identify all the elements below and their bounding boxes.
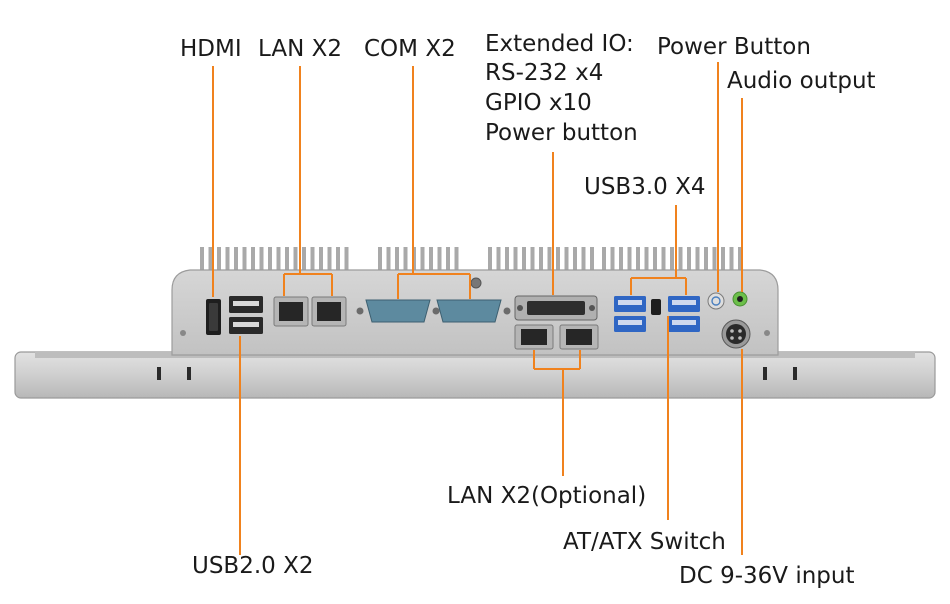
label-extended-io-gpio: GPIO x10 bbox=[485, 90, 592, 116]
heatsink-fin bbox=[395, 247, 399, 273]
heatsink-fin bbox=[547, 247, 552, 273]
heatsink-fin bbox=[678, 247, 683, 273]
heatsink-fin bbox=[573, 247, 577, 273]
label-hdmi: HDMI bbox=[180, 36, 242, 62]
heatsink-fin bbox=[268, 247, 272, 273]
heatsink-fin bbox=[721, 247, 725, 273]
heatsink-fin bbox=[695, 247, 700, 273]
heatsink-fin bbox=[539, 247, 543, 273]
heatsink-fin bbox=[704, 247, 708, 273]
lan-top-ports bbox=[273, 296, 347, 327]
label-extended-io-rs232: RS-232 x4 bbox=[485, 60, 604, 86]
leader-com bbox=[397, 66, 471, 299]
heatsink-fin bbox=[454, 247, 459, 273]
heatsink-fin bbox=[513, 247, 518, 273]
heatsink-fin bbox=[208, 247, 213, 273]
heatsink-fin bbox=[344, 247, 349, 273]
heatsink-fin bbox=[276, 247, 281, 273]
heatsink-fin bbox=[530, 247, 535, 273]
heatsink-fins bbox=[200, 247, 742, 273]
heatsink-fin bbox=[636, 247, 640, 273]
heatsink-fin bbox=[327, 247, 332, 273]
label-power-button: Power Button bbox=[657, 34, 811, 60]
heatsink-fin bbox=[259, 247, 264, 273]
heatsink-fin bbox=[200, 247, 204, 273]
leader-lan-top bbox=[283, 66, 333, 296]
label-usb3: USB3.0 X4 bbox=[584, 174, 706, 200]
heatsink-fin bbox=[378, 247, 382, 273]
leader-usb3 bbox=[630, 205, 687, 295]
heatsink-fin bbox=[302, 247, 306, 273]
heatsink-fin bbox=[564, 247, 569, 273]
label-dc-input: DC 9-36V input bbox=[679, 563, 855, 589]
label-audio-output: Audio output bbox=[727, 68, 876, 94]
leader-lines bbox=[212, 62, 743, 555]
heatsink-fin bbox=[610, 247, 615, 273]
leader-lan-optional bbox=[533, 350, 581, 476]
heatsink-fin bbox=[403, 247, 408, 273]
heatsink-fin bbox=[627, 247, 632, 273]
heatsink-fin bbox=[285, 247, 289, 273]
hdmi-port bbox=[206, 299, 221, 335]
heatsink-fin bbox=[729, 247, 734, 273]
heatsink-fin bbox=[496, 247, 501, 273]
heatsink-fin bbox=[251, 247, 255, 273]
heatsink-fin bbox=[738, 247, 742, 273]
heatsink-fin bbox=[217, 247, 221, 273]
audio-output-port bbox=[732, 291, 748, 307]
extended-io-connector bbox=[514, 295, 598, 321]
label-extended-io-title: Extended IO: bbox=[485, 31, 634, 57]
heatsink-fin bbox=[225, 247, 230, 273]
heatsink-fin bbox=[488, 247, 492, 273]
dc-input-connector bbox=[721, 319, 751, 349]
label-lan-optional: LAN X2(Optional) bbox=[447, 483, 647, 509]
at-atx-switch bbox=[651, 299, 661, 315]
heatsink-fin bbox=[336, 247, 340, 273]
heatsink-fin bbox=[556, 247, 560, 273]
heatsink-fin bbox=[437, 247, 442, 273]
heatsink-fin bbox=[619, 247, 623, 273]
heatsink-fin bbox=[446, 247, 450, 273]
power-button-port bbox=[707, 292, 725, 310]
heatsink-fin bbox=[242, 247, 247, 273]
heatsink-fin bbox=[661, 247, 666, 273]
heatsink-fin bbox=[590, 247, 594, 273]
heatsink-fin bbox=[293, 247, 298, 273]
heatsink-fin bbox=[602, 247, 606, 273]
heatsink-fin bbox=[712, 247, 717, 273]
heatsink-fin bbox=[670, 247, 674, 273]
heatsink-fin bbox=[522, 247, 526, 273]
display-bezel bbox=[14, 351, 936, 399]
label-lan-top: LAN X2 bbox=[258, 36, 342, 62]
com-ports bbox=[356, 299, 511, 323]
usb2-ports bbox=[229, 296, 263, 334]
heatsink-fin bbox=[653, 247, 657, 273]
usb3-ports bbox=[614, 296, 700, 332]
heatsink-fin bbox=[687, 247, 691, 273]
heatsink-fin bbox=[581, 247, 586, 273]
heatsink-fin bbox=[310, 247, 315, 273]
heatsink-fin bbox=[234, 247, 238, 273]
heatsink-fin bbox=[505, 247, 509, 273]
label-com: COM X2 bbox=[364, 36, 456, 62]
lan-optional-ports bbox=[514, 324, 599, 350]
heatsink-fin bbox=[429, 247, 433, 273]
label-usb2: USB2.0 X2 bbox=[192, 553, 314, 579]
heatsink-fin bbox=[386, 247, 391, 273]
heatsink-fin bbox=[644, 247, 649, 273]
heatsink-fin bbox=[319, 247, 323, 273]
label-at-atx: AT/ATX Switch bbox=[563, 529, 726, 555]
label-extended-io-power: Power button bbox=[485, 120, 638, 146]
heatsink-fin bbox=[420, 247, 425, 273]
